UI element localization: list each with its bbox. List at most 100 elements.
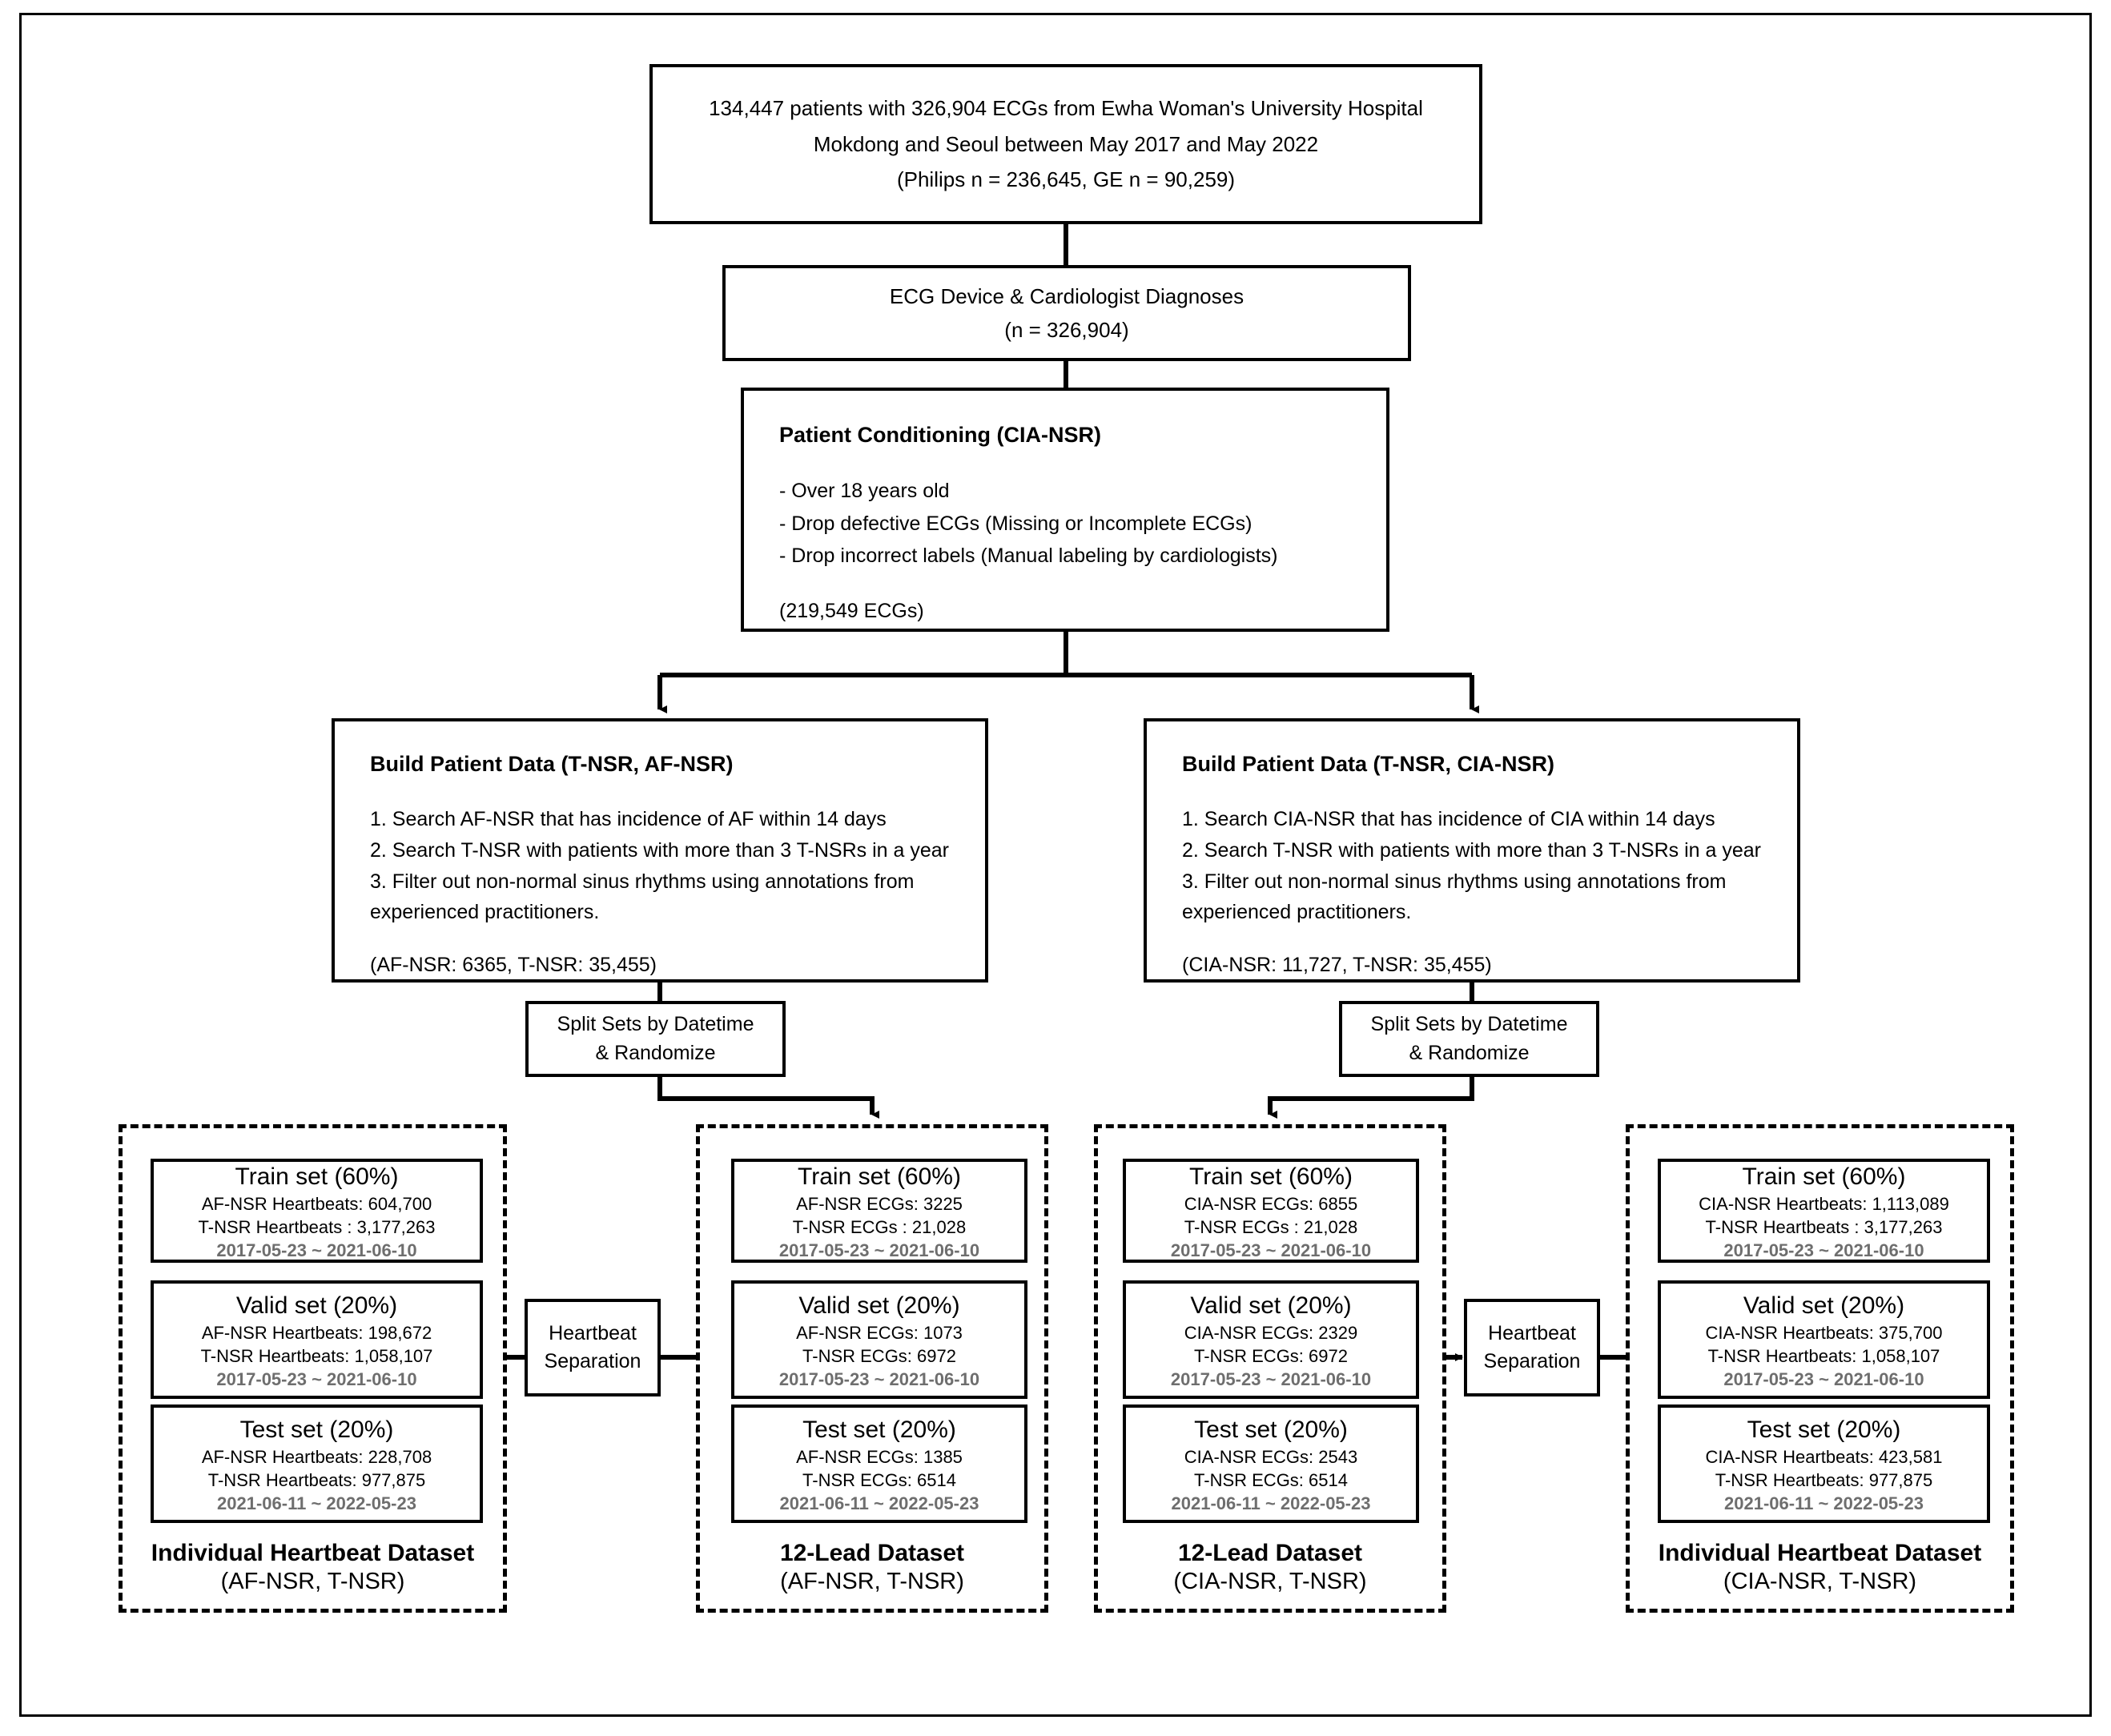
build-cia-title: Build Patient Data (T-NSR, CIA-NSR) xyxy=(1182,752,1555,776)
set-line-2: T-NSR Heartbeats: 977,875 xyxy=(207,1470,426,1490)
set-date-range: 2021-06-11 ~ 2022-05-23 xyxy=(1171,1493,1371,1513)
valid-set-box: Valid set (20%) AF-NSR Heartbeats: 198,6… xyxy=(151,1280,483,1399)
train-set-box: Train set (60%) CIA-NSR Heartbeats: 1,11… xyxy=(1658,1159,1990,1263)
set-title: Train set (60%) xyxy=(235,1163,399,1190)
split-right-line-1: Split Sets by Datetime xyxy=(1370,1013,1568,1035)
dataset-group-label: 12-Lead Dataset (CIA-NSR, T-NSR) xyxy=(1098,1538,1442,1597)
set-title: Test set (20%) xyxy=(1747,1416,1901,1443)
set-date-range: 2021-06-11 ~ 2022-05-23 xyxy=(779,1493,979,1513)
page-border xyxy=(19,13,2092,1717)
set-date-range: 2017-05-23 ~ 2021-06-10 xyxy=(216,1240,417,1260)
set-line-2: T-NSR Heartbeats : 3,177,263 xyxy=(198,1217,436,1237)
conditioning-title: Patient Conditioning (CIA-NSR) xyxy=(779,423,1101,447)
set-date-range: 2021-06-11 ~ 2022-05-23 xyxy=(1724,1493,1924,1513)
set-title: Valid set (20%) xyxy=(235,1292,398,1319)
dataset-label-sub: (CIA-NSR, T-NSR) xyxy=(1723,1569,1917,1595)
set-line-2: T-NSR ECGs: 6972 xyxy=(1194,1346,1348,1366)
diagnoses-line-2: (n = 326,904) xyxy=(1004,318,1129,342)
dataset-group-label: 12-Lead Dataset (AF-NSR, T-NSR) xyxy=(700,1538,1044,1597)
hbsep-right-line-2: Separation xyxy=(1483,1350,1581,1372)
set-date-range: 2017-05-23 ~ 2021-06-10 xyxy=(1723,1240,1924,1260)
set-line-1: CIA-NSR ECGs: 2543 xyxy=(1184,1447,1358,1468)
split-left-line-1: Split Sets by Datetime xyxy=(557,1013,754,1035)
hbsep-right-line-1: Heartbeat xyxy=(1488,1321,1576,1344)
conditioning-bullet-3: - Drop incorrect labels (Manual labeling… xyxy=(779,545,1278,567)
split-left-line-2: & Randomize xyxy=(595,1041,716,1064)
test-set-box: Test set (20%) AF-NSR Heartbeats: 228,70… xyxy=(151,1404,483,1523)
set-date-range: 2017-05-23 ~ 2021-06-10 xyxy=(1170,1240,1372,1260)
patient-conditioning-box: Patient Conditioning (CIA-NSR) - Over 18… xyxy=(741,388,1389,632)
set-title: Valid set (20%) xyxy=(798,1292,960,1319)
dataset-group-individual-heartbeat-cia: Train set (60%) CIA-NSR Heartbeats: 1,11… xyxy=(1626,1124,2014,1613)
set-title: Train set (60%) xyxy=(1742,1163,1906,1190)
set-line-1: AF-NSR ECGs: 1385 xyxy=(796,1447,963,1468)
dataset-label-sub: (AF-NSR, T-NSR) xyxy=(220,1569,405,1595)
dataset-label-sub: (AF-NSR, T-NSR) xyxy=(780,1569,964,1595)
build-patient-data-cia-box: Build Patient Data (T-NSR, CIA-NSR) 1. S… xyxy=(1144,718,1800,983)
dataset-group-12lead-cia: Train set (60%) CIA-NSR ECGs: 6855 T-NSR… xyxy=(1094,1124,1446,1613)
valid-set-box: Valid set (20%) CIA-NSR Heartbeats: 375,… xyxy=(1658,1280,1990,1399)
set-line-2: T-NSR ECGs: 6972 xyxy=(802,1346,956,1366)
hbsep-left-line-1: Heartbeat xyxy=(549,1321,637,1344)
set-title: Test set (20%) xyxy=(239,1416,394,1443)
set-title: Test set (20%) xyxy=(802,1416,956,1443)
build-af-step-2: 2. Search T-NSR with patients with more … xyxy=(370,838,949,862)
set-line-2: T-NSR ECGs: 6514 xyxy=(1194,1470,1348,1490)
set-line-2: T-NSR ECGs : 21,028 xyxy=(792,1217,967,1237)
valid-set-box: Valid set (20%) AF-NSR ECGs: 1073 T-NSR … xyxy=(731,1280,1027,1399)
set-title: Train set (60%) xyxy=(798,1163,961,1190)
set-line-1: AF-NSR Heartbeats: 228,708 xyxy=(201,1447,432,1468)
dataset-label-main: 12-Lead Dataset xyxy=(1177,1540,1363,1566)
set-line-2: T-NSR ECGs: 6514 xyxy=(802,1470,956,1490)
set-line-1: CIA-NSR Heartbeats: 375,700 xyxy=(1705,1323,1943,1344)
set-date-range: 2017-05-23 ~ 2021-06-10 xyxy=(778,1368,980,1389)
build-af-step-1: 1. Search AF-NSR that has incidence of A… xyxy=(370,808,887,830)
hbsep-left-line-2: Separation xyxy=(544,1350,641,1372)
cohort-box: 134,447 patients with 326,904 ECGs from … xyxy=(649,64,1482,224)
set-date-range: 2017-05-23 ~ 2021-06-10 xyxy=(778,1240,980,1260)
build-cia-total: (CIA-NSR: 11,727, T-NSR: 35,455) xyxy=(1182,954,1492,976)
build-af-step-3: 3. Filter out non-normal sinus rhythms u… xyxy=(370,870,915,893)
set-line-1: CIA-NSR Heartbeats: 1,113,089 xyxy=(1699,1194,1949,1215)
split-right-line-2: & Randomize xyxy=(1409,1041,1530,1064)
build-cia-step-2: 2. Search T-NSR with patients with more … xyxy=(1182,838,1761,862)
set-line-1: AF-NSR ECGs: 3225 xyxy=(796,1194,963,1215)
build-af-total: (AF-NSR: 6365, T-NSR: 35,455) xyxy=(370,954,657,976)
set-title: Valid set (20%) xyxy=(1190,1292,1352,1319)
conditioning-total: (219,549 ECGs) xyxy=(779,599,924,622)
build-cia-step-3b: experienced practitioners. xyxy=(1182,901,1412,924)
set-title: Valid set (20%) xyxy=(1743,1292,1905,1319)
set-line-2: T-NSR Heartbeats: 1,058,107 xyxy=(1707,1346,1940,1366)
set-line-1: CIA-NSR ECGs: 6855 xyxy=(1184,1194,1358,1215)
build-cia-step-3: 3. Filter out non-normal sinus rhythms u… xyxy=(1182,870,1727,893)
test-set-box: Test set (20%) CIA-NSR ECGs: 2543 T-NSR … xyxy=(1123,1404,1419,1523)
diagnoses-box: ECG Device & Cardiologist Diagnoses (n =… xyxy=(722,265,1411,361)
set-line-1: CIA-NSR ECGs: 2329 xyxy=(1184,1323,1358,1344)
set-date-range: 2017-05-23 ~ 2021-06-10 xyxy=(1723,1368,1924,1389)
set-date-range: 2017-05-23 ~ 2021-06-10 xyxy=(216,1368,417,1389)
dataset-label-main: Individual Heartbeat Dataset xyxy=(1658,1540,1982,1566)
split-sets-right-box: Split Sets by Datetime & Randomize xyxy=(1339,1001,1599,1077)
test-set-box: Test set (20%) AF-NSR ECGs: 1385 T-NSR E… xyxy=(731,1404,1027,1523)
heartbeat-separation-right-box: Heartbeat Separation xyxy=(1464,1299,1600,1396)
train-set-box: Train set (60%) AF-NSR Heartbeats: 604,7… xyxy=(151,1159,483,1263)
dataset-group-12lead-af: Train set (60%) AF-NSR ECGs: 3225 T-NSR … xyxy=(696,1124,1048,1613)
dataset-label-main: 12-Lead Dataset xyxy=(779,1540,965,1566)
set-line-2: T-NSR Heartbeats: 977,875 xyxy=(1715,1470,1933,1490)
set-title: Test set (20%) xyxy=(1194,1416,1348,1443)
conditioning-bullet-1: - Over 18 years old xyxy=(779,480,950,502)
set-line-2: T-NSR Heartbeats: 1,058,107 xyxy=(200,1346,433,1366)
set-line-2: T-NSR ECGs : 21,028 xyxy=(1184,1217,1358,1237)
test-set-box: Test set (20%) CIA-NSR Heartbeats: 423,5… xyxy=(1658,1404,1990,1523)
build-af-title: Build Patient Data (T-NSR, AF-NSR) xyxy=(370,752,734,776)
train-set-box: Train set (60%) CIA-NSR ECGs: 6855 T-NSR… xyxy=(1123,1159,1419,1263)
cohort-line-3: (Philips n = 236,645, GE n = 90,259) xyxy=(896,167,1236,192)
set-date-range: 2017-05-23 ~ 2021-06-10 xyxy=(1170,1368,1372,1389)
cohort-line-1: 134,447 patients with 326,904 ECGs from … xyxy=(709,95,1423,120)
cohort-line-2: Mokdong and Seoul between May 2017 and M… xyxy=(813,131,1319,156)
dataset-group-individual-heartbeat-af: Train set (60%) AF-NSR Heartbeats: 604,7… xyxy=(119,1124,507,1613)
conditioning-bullet-2: - Drop defective ECGs (Missing or Incomp… xyxy=(779,512,1253,535)
set-line-2: T-NSR Heartbeats : 3,177,263 xyxy=(1705,1217,1943,1237)
dataset-label-sub: (CIA-NSR, T-NSR) xyxy=(1173,1569,1367,1595)
